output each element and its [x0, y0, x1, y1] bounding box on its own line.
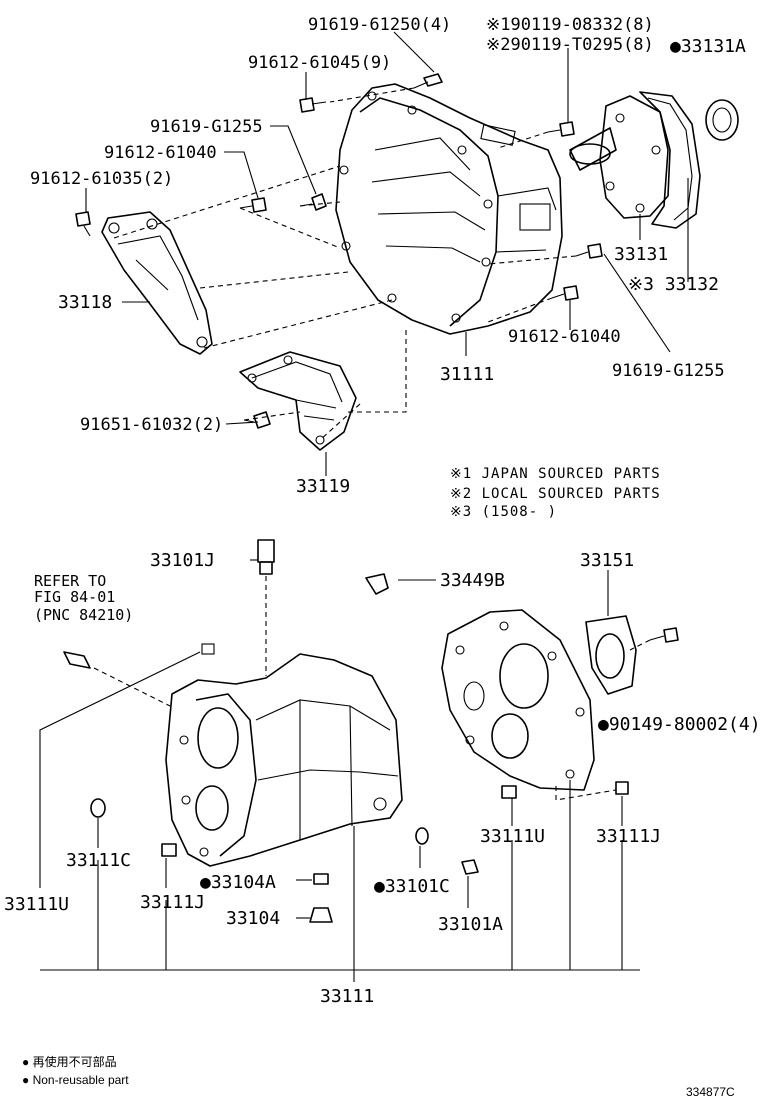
- assembly-lines-upper: [113, 87, 577, 441]
- label-90119-T0295: ※290119-T0295(8): [486, 35, 654, 55]
- refer-line-2: FIG 84-01: [34, 588, 115, 606]
- label-33151: 33151: [580, 550, 634, 571]
- bracket-33119: [239, 351, 357, 451]
- leader-lines-upper: [85, 31, 689, 476]
- bolt-91651-61032: [243, 411, 271, 429]
- label-33111J-left: 33111J: [140, 892, 205, 913]
- intermediate-plate: [441, 609, 595, 791]
- pin-33111C: [90, 798, 106, 818]
- label-91619-G1255-top: 91619-G1255: [150, 117, 263, 137]
- figure-id: 334877C: [686, 1085, 735, 1099]
- refer-line-1: REFER TO: [34, 572, 106, 590]
- clip-33449B: [365, 573, 389, 595]
- legend-japanese: ● 再使用不可部品: [22, 1054, 117, 1069]
- label-91612-61040-right: 91612-61040: [508, 327, 621, 347]
- label-90119-08332: ※190119-08332(8): [486, 15, 654, 35]
- label-33111: 33111: [320, 986, 374, 1007]
- label-33131: 33131: [614, 244, 668, 265]
- refer-line-3: (PNC 84210): [34, 606, 133, 624]
- transmission-case-33111: [165, 653, 403, 867]
- label-33119: 33119: [296, 476, 350, 497]
- legend: ● 再使用不可部品 ● Non-reusable part: [22, 1054, 129, 1087]
- bolt-90149-80002: [649, 627, 679, 643]
- seal-33101C: [415, 827, 429, 845]
- label-31111: 31111: [440, 364, 494, 385]
- label-91619-61250: 91619-61250(4): [308, 15, 451, 35]
- label-91612-61035: 91612-61035(2): [30, 169, 173, 189]
- label-90149-80002: ●90149-80002(4): [598, 714, 760, 735]
- label-33131A: ●33131A: [670, 36, 746, 57]
- bolt-91612-61040-right: [551, 285, 579, 301]
- label-91612-61045: 91612-61045(9): [248, 53, 391, 73]
- part-labels: 91619-61250(4) ※190119-08332(8) ※290119-…: [4, 15, 760, 1007]
- sensor-refer-84210: [63, 643, 215, 669]
- bolt-91612-61045: [299, 97, 327, 113]
- retainer-33131: [569, 95, 671, 219]
- bolt-91619-G1255-top: [299, 193, 327, 211]
- label-33111U-mid: 33111U: [480, 826, 545, 847]
- plug-33104A: [313, 873, 329, 885]
- leader-lines-lower: [39, 559, 640, 982]
- bolt-91619-G1255-right: [575, 243, 603, 259]
- label-33101C: ●33101C: [374, 876, 450, 897]
- label-33449B: 33449B: [440, 570, 505, 591]
- assembly-lines-lower: [93, 576, 651, 801]
- label-91612-61040-top: 91612-61040: [104, 143, 217, 163]
- source-notes: ※1 JAPAN SOURCED PARTS ※2 LOCAL SOURCED …: [450, 466, 661, 520]
- label-33101J: 33101J: [150, 550, 215, 571]
- retainer-33151: [585, 615, 637, 695]
- oil-seal-33131A: [705, 99, 739, 141]
- switch-33101J: [257, 539, 275, 575]
- pin-33111J-left: [161, 843, 177, 857]
- bolt-91612-61035: [75, 211, 91, 237]
- label-33104: 33104: [226, 908, 280, 929]
- refer-note: REFER TO FIG 84-01 (PNC 84210): [34, 572, 133, 624]
- gasket-33132: [639, 91, 701, 229]
- bolt-90119-08332: [547, 121, 575, 137]
- label-33111J-right: 33111J: [596, 826, 661, 847]
- legend-english: ● Non-reusable part: [22, 1073, 129, 1087]
- pin-33111U-mid: [501, 785, 517, 799]
- label-33104A: ●33104A: [200, 872, 276, 893]
- label-91651-61032: 91651-61032(2): [80, 415, 223, 435]
- note-date-range: ※3 (1508- ): [450, 504, 557, 520]
- note-japan-sourced: ※1 JAPAN SOURCED PARTS: [450, 466, 661, 482]
- plug-33101A: [461, 859, 479, 875]
- bell-housing-31111: [335, 83, 563, 335]
- label-91619-G1255-right: 91619-G1255: [612, 361, 725, 381]
- label-33111U-left: 33111U: [4, 894, 69, 915]
- plug-33104: [309, 907, 333, 923]
- note-local-sourced: ※2 LOCAL SOURCED PARTS: [450, 486, 661, 502]
- pin-33111J-right: [615, 781, 629, 795]
- bolt-91619-61250: [413, 73, 443, 89]
- label-33101A: 33101A: [438, 914, 503, 935]
- label-33118: 33118: [58, 292, 112, 313]
- bolt-91612-61040-top: [239, 197, 267, 213]
- label-33132: ※3 33132: [628, 274, 719, 295]
- bracket-33118: [101, 211, 213, 355]
- label-33111C: 33111C: [66, 850, 131, 871]
